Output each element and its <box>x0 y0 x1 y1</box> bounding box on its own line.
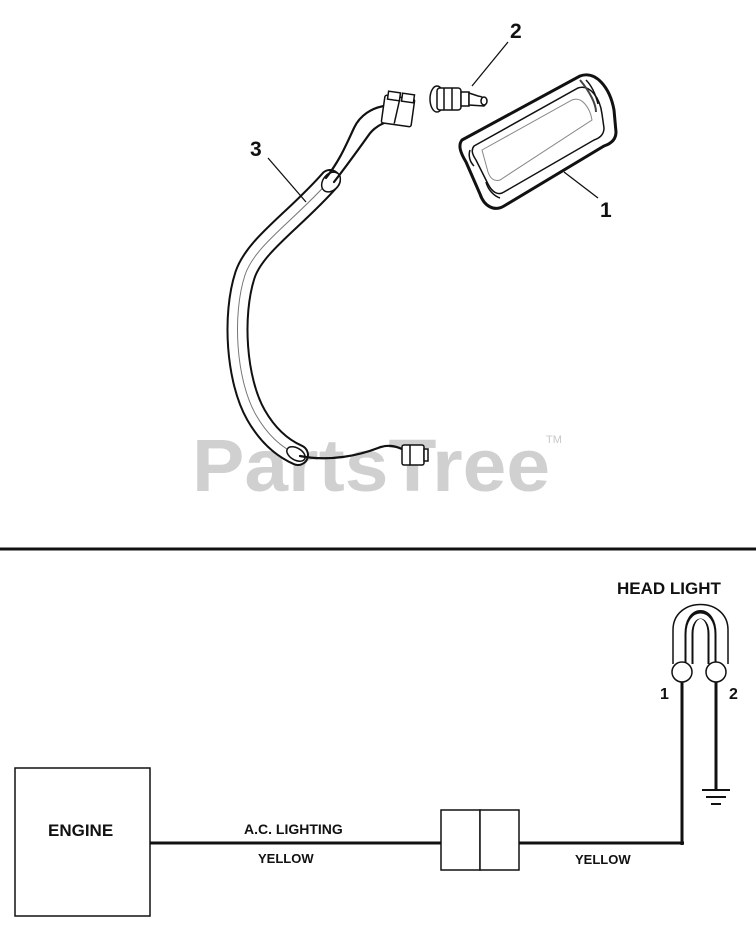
headlight-lens <box>458 73 618 210</box>
callout-2: 2 <box>510 20 522 43</box>
callout-leaders <box>267 41 599 203</box>
wire-right-color: YELLOW <box>575 852 631 867</box>
engine-box <box>14 767 151 917</box>
circuit-label: A.C. LIGHTING <box>244 821 343 837</box>
callout-3: 3 <box>250 138 262 161</box>
watermark-text: PartsTree <box>192 424 550 507</box>
terminal-2-label: 2 <box>729 686 738 703</box>
ground-icon <box>702 789 730 805</box>
harness-connector-top <box>380 90 416 128</box>
watermark-tm: TM <box>546 434 562 446</box>
headlight-symbol <box>671 603 729 683</box>
harness-connector-bottom <box>401 444 429 466</box>
engine-label: ENGINE <box>48 821 113 840</box>
wire-left-color: YELLOW <box>258 851 314 866</box>
bulb-socket <box>429 85 488 113</box>
schematic-connector <box>440 809 520 871</box>
terminal-1-label: 1 <box>660 686 669 703</box>
wire-harness <box>226 104 406 466</box>
headlight-label: HEAD LIGHT <box>617 579 722 598</box>
callout-1: 1 <box>600 199 612 222</box>
